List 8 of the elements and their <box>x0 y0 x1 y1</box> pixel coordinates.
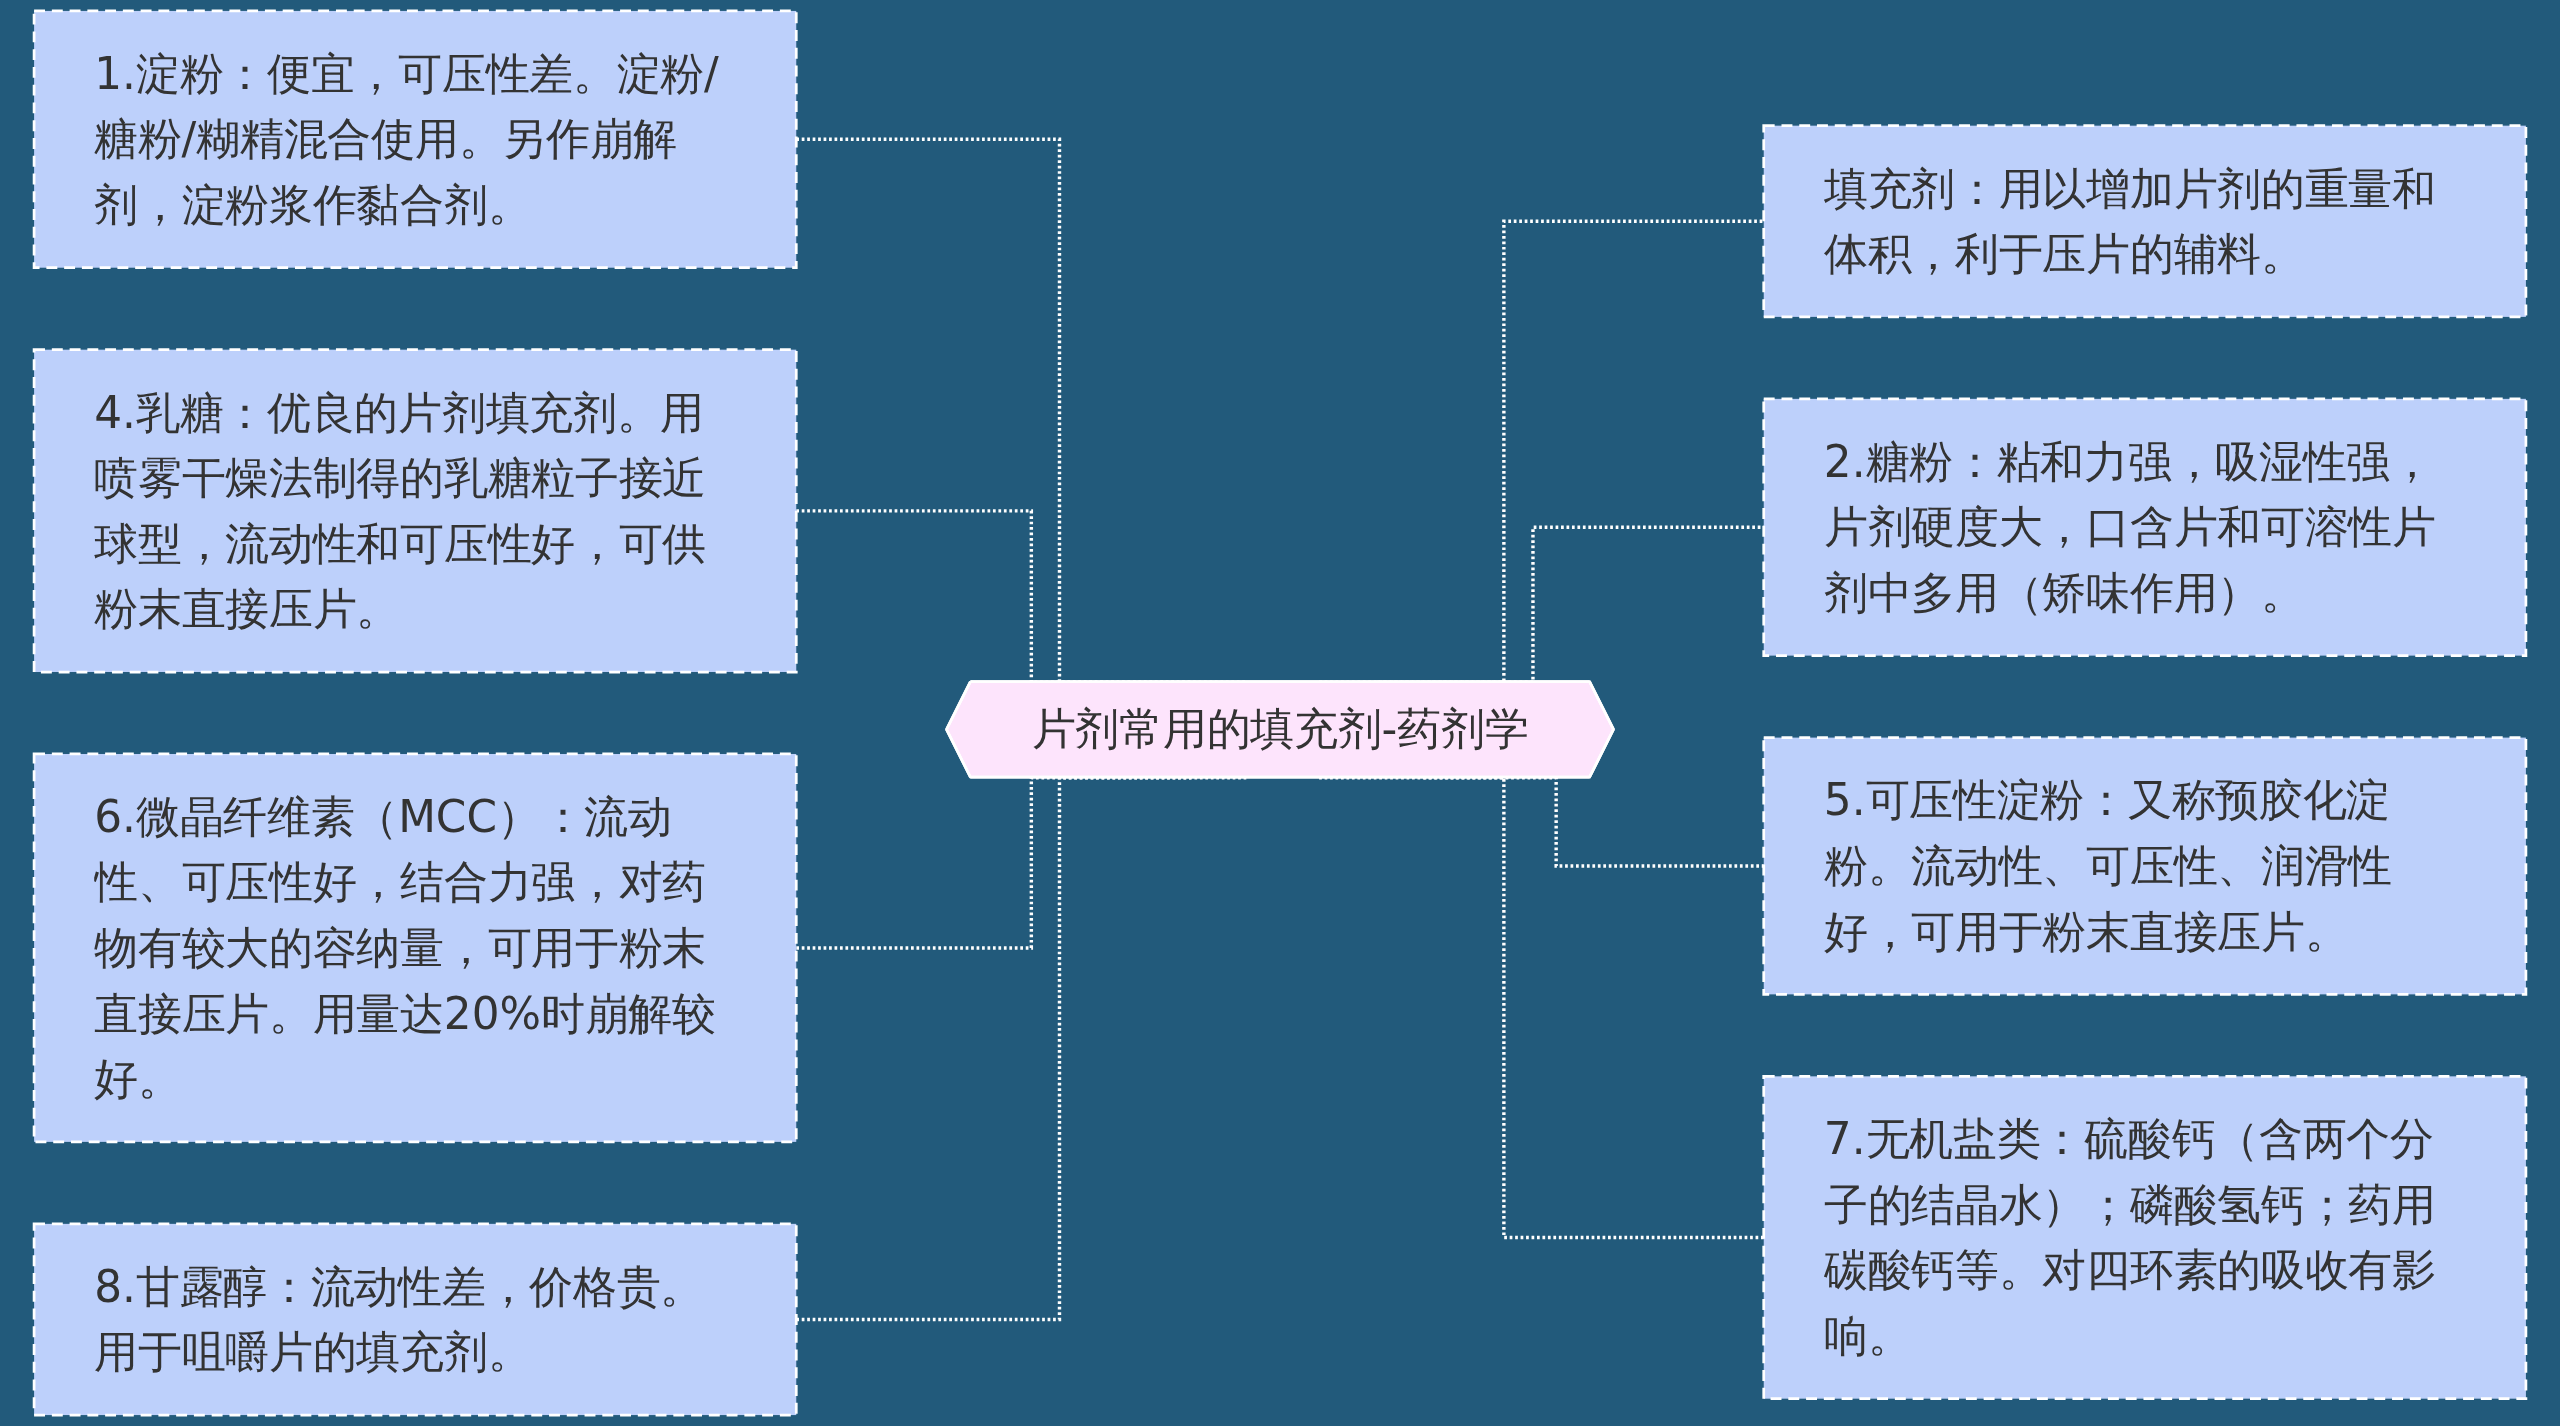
node-box: 4.乳糖：优良的片剂填充剂。用喷雾干燥法制得的乳糖粒子接近球型，流动性和可压性好，可供粉末直接压片。 <box>32 348 798 674</box>
node-box: 填充剂：用以增加片剂的重量和体积，利于压片的辅料。 <box>1762 124 2528 319</box>
node-box: 2.糖粉：粘和力强，吸湿性强，片剂硬度大，口含片和可溶性片剂中多用（矫味作用）。 <box>1762 397 2528 657</box>
node-box: 1.淀粉：便宜，可压性差。淀粉/糖粉/糊精混合使用。另作崩解剂，淀粉浆作黏合剂。 <box>32 9 798 270</box>
node-box: 5.可压性淀粉：又称预胶化淀粉。流动性、可压性、润滑性好，可用于粉末直接压片。 <box>1762 736 2528 996</box>
node-box: 6.微晶纤维素（MCC）：流动性、可压性好，结合力强，对药物有较大的容纳量，可用于粉末直接压片。用量达20%时崩解较好。 <box>32 752 798 1144</box>
node-box: 7.无机盐类：硫酸钙（含两个分子的结晶水）；磷酸氢钙；药用碳酸钙等。对四环素的吸收有影响。 <box>1762 1074 2528 1401</box>
node-box: 8.甘露醇：流动性差，价格贵。用于咀嚼片的填充剂。 <box>32 1222 798 1417</box>
